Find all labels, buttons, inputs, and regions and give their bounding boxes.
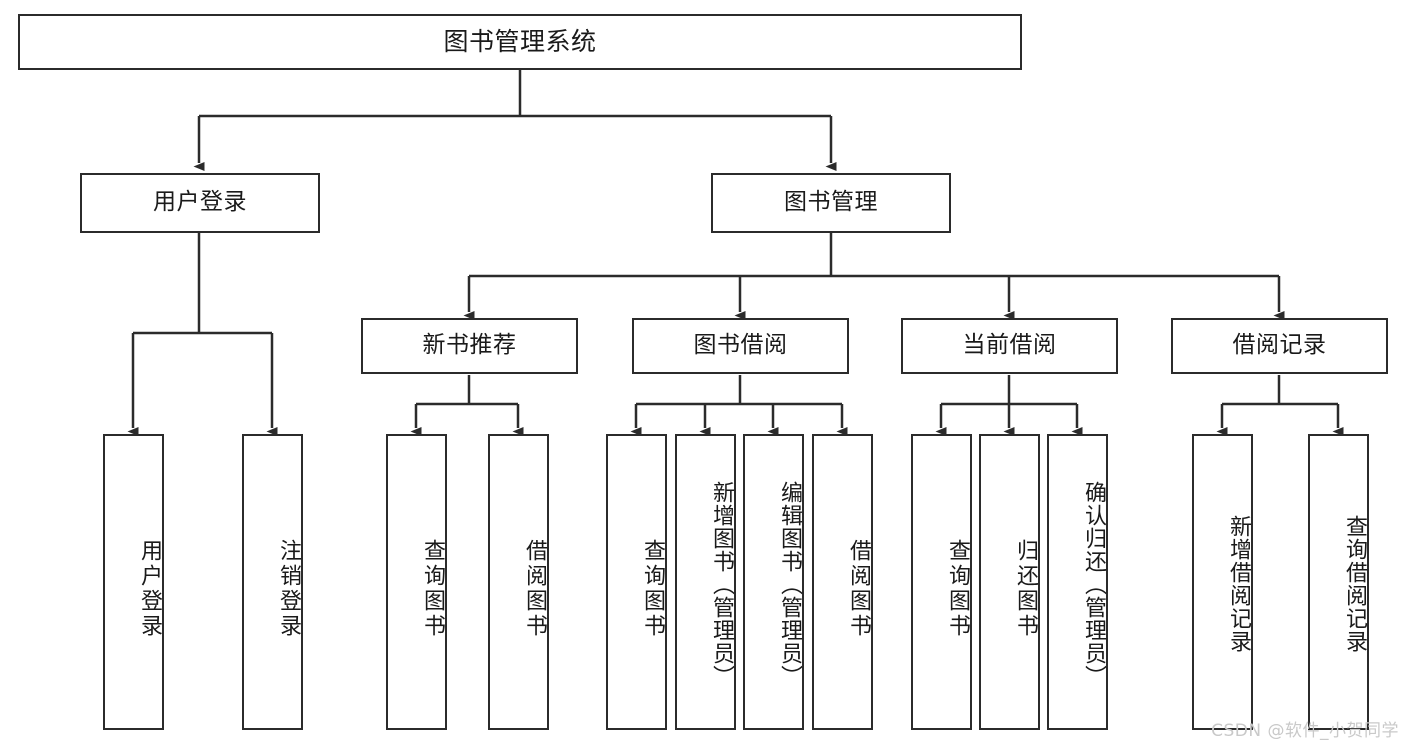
node-label: 查询图书 — [420, 539, 445, 639]
node-book-management-system[interactable]: 图书管理系统 — [18, 14, 1022, 70]
node-label: 图书借阅 — [693, 332, 788, 359]
leaf-current-borrow-query[interactable]: 查询图书 — [911, 434, 972, 730]
leaf-book-borrow-add[interactable]: 新增图书（管理员） — [675, 434, 736, 730]
node-label: 归还图书 — [1013, 539, 1038, 639]
node-label: 确认归还（管理员） — [1081, 480, 1106, 688]
node-label: 借阅图书 — [846, 539, 871, 639]
leaf-book-borrow-borrow[interactable]: 借阅图书 — [812, 434, 873, 730]
leaf-borrow-record-query[interactable]: 查询借阅记录 — [1308, 434, 1369, 730]
node-label: 图书管理 — [784, 189, 878, 216]
node-label: 用户登录 — [137, 539, 162, 639]
leaf-borrow-record-add[interactable]: 新增借阅记录 — [1192, 434, 1253, 730]
node-book-borrow[interactable]: 图书借阅 — [632, 318, 849, 374]
node-label: 用户登录 — [153, 189, 247, 216]
node-label: 查询借阅记录 — [1342, 515, 1367, 653]
leaf-current-borrow-return[interactable]: 归还图书 — [979, 434, 1040, 730]
node-label: 查询图书 — [640, 539, 665, 639]
node-label: 当前借阅 — [962, 332, 1057, 359]
leaf-book-borrow-edit[interactable]: 编辑图书（管理员） — [743, 434, 804, 730]
node-label: 新增借阅记录 — [1226, 515, 1251, 653]
node-book-management[interactable]: 图书管理 — [711, 173, 951, 233]
leaf-user-login-logout[interactable]: 注销登录 — [242, 434, 303, 730]
node-user-login[interactable]: 用户登录 — [80, 173, 320, 233]
node-label: 新增图书（管理员） — [709, 480, 734, 688]
leaf-current-borrow-confirm-return[interactable]: 确认归还（管理员） — [1047, 434, 1108, 730]
node-borrow-record[interactable]: 借阅记录 — [1171, 318, 1388, 374]
leaf-user-login-login[interactable]: 用户登录 — [103, 434, 164, 730]
node-label: 新书推荐 — [422, 332, 517, 359]
node-label: 注销登录 — [276, 539, 301, 639]
node-current-borrow[interactable]: 当前借阅 — [901, 318, 1118, 374]
node-label: 借阅记录 — [1232, 332, 1327, 359]
node-new-book-recommend[interactable]: 新书推荐 — [361, 318, 578, 374]
csdn-watermark: CSDN @软件_小贺同学 — [1211, 721, 1399, 741]
node-label: 编辑图书（管理员） — [777, 480, 802, 688]
leaf-new-book-borrow[interactable]: 借阅图书 — [488, 434, 549, 730]
node-label: 图书管理系统 — [443, 27, 597, 57]
leaf-new-book-query[interactable]: 查询图书 — [386, 434, 447, 730]
node-label: 借阅图书 — [522, 539, 547, 639]
leaf-book-borrow-query[interactable]: 查询图书 — [606, 434, 667, 730]
node-label: 查询图书 — [945, 539, 970, 639]
